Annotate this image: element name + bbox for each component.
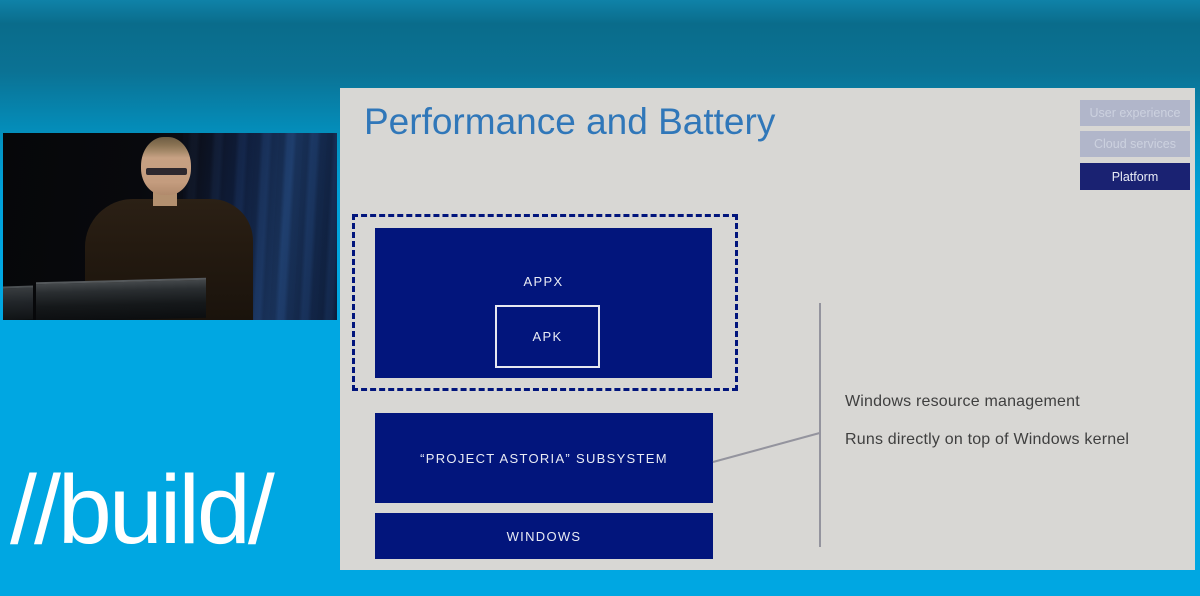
connector-vertical-line bbox=[819, 303, 821, 547]
subsystem-label: “PROJECT ASTORIA” SUBSYSTEM bbox=[420, 450, 668, 466]
build-logo: //build/ bbox=[10, 455, 275, 564]
connector-diagonal-line bbox=[712, 431, 821, 463]
annotation-resource-management: Windows resource management bbox=[845, 393, 1080, 410]
speaker-video bbox=[3, 133, 337, 320]
button-cloud-services[interactable]: Cloud services bbox=[1080, 131, 1190, 157]
appx-box: APPX APK bbox=[375, 228, 712, 378]
button-user-experience[interactable]: User experience bbox=[1080, 100, 1190, 126]
speaker-head bbox=[141, 137, 191, 195]
annotation-kernel: Runs directly on top of Windows kernel bbox=[845, 431, 1130, 448]
apk-label: APK bbox=[532, 329, 563, 344]
windows-label: WINDOWS bbox=[506, 528, 582, 544]
windows-box: WINDOWS bbox=[375, 513, 713, 559]
slide-panel: Performance and Battery User experience … bbox=[340, 88, 1195, 570]
apk-box: APK bbox=[495, 305, 600, 368]
appx-dashed-group: APPX APK bbox=[352, 214, 738, 391]
glasses bbox=[146, 168, 187, 175]
monitor-icon bbox=[3, 285, 33, 320]
subsystem-box: “PROJECT ASTORIA” SUBSYSTEM bbox=[375, 413, 713, 503]
appx-label: APPX bbox=[523, 274, 564, 289]
button-platform[interactable]: Platform bbox=[1080, 163, 1190, 190]
laptop-monitors bbox=[36, 277, 206, 320]
slide-title: Performance and Battery bbox=[364, 101, 776, 142]
